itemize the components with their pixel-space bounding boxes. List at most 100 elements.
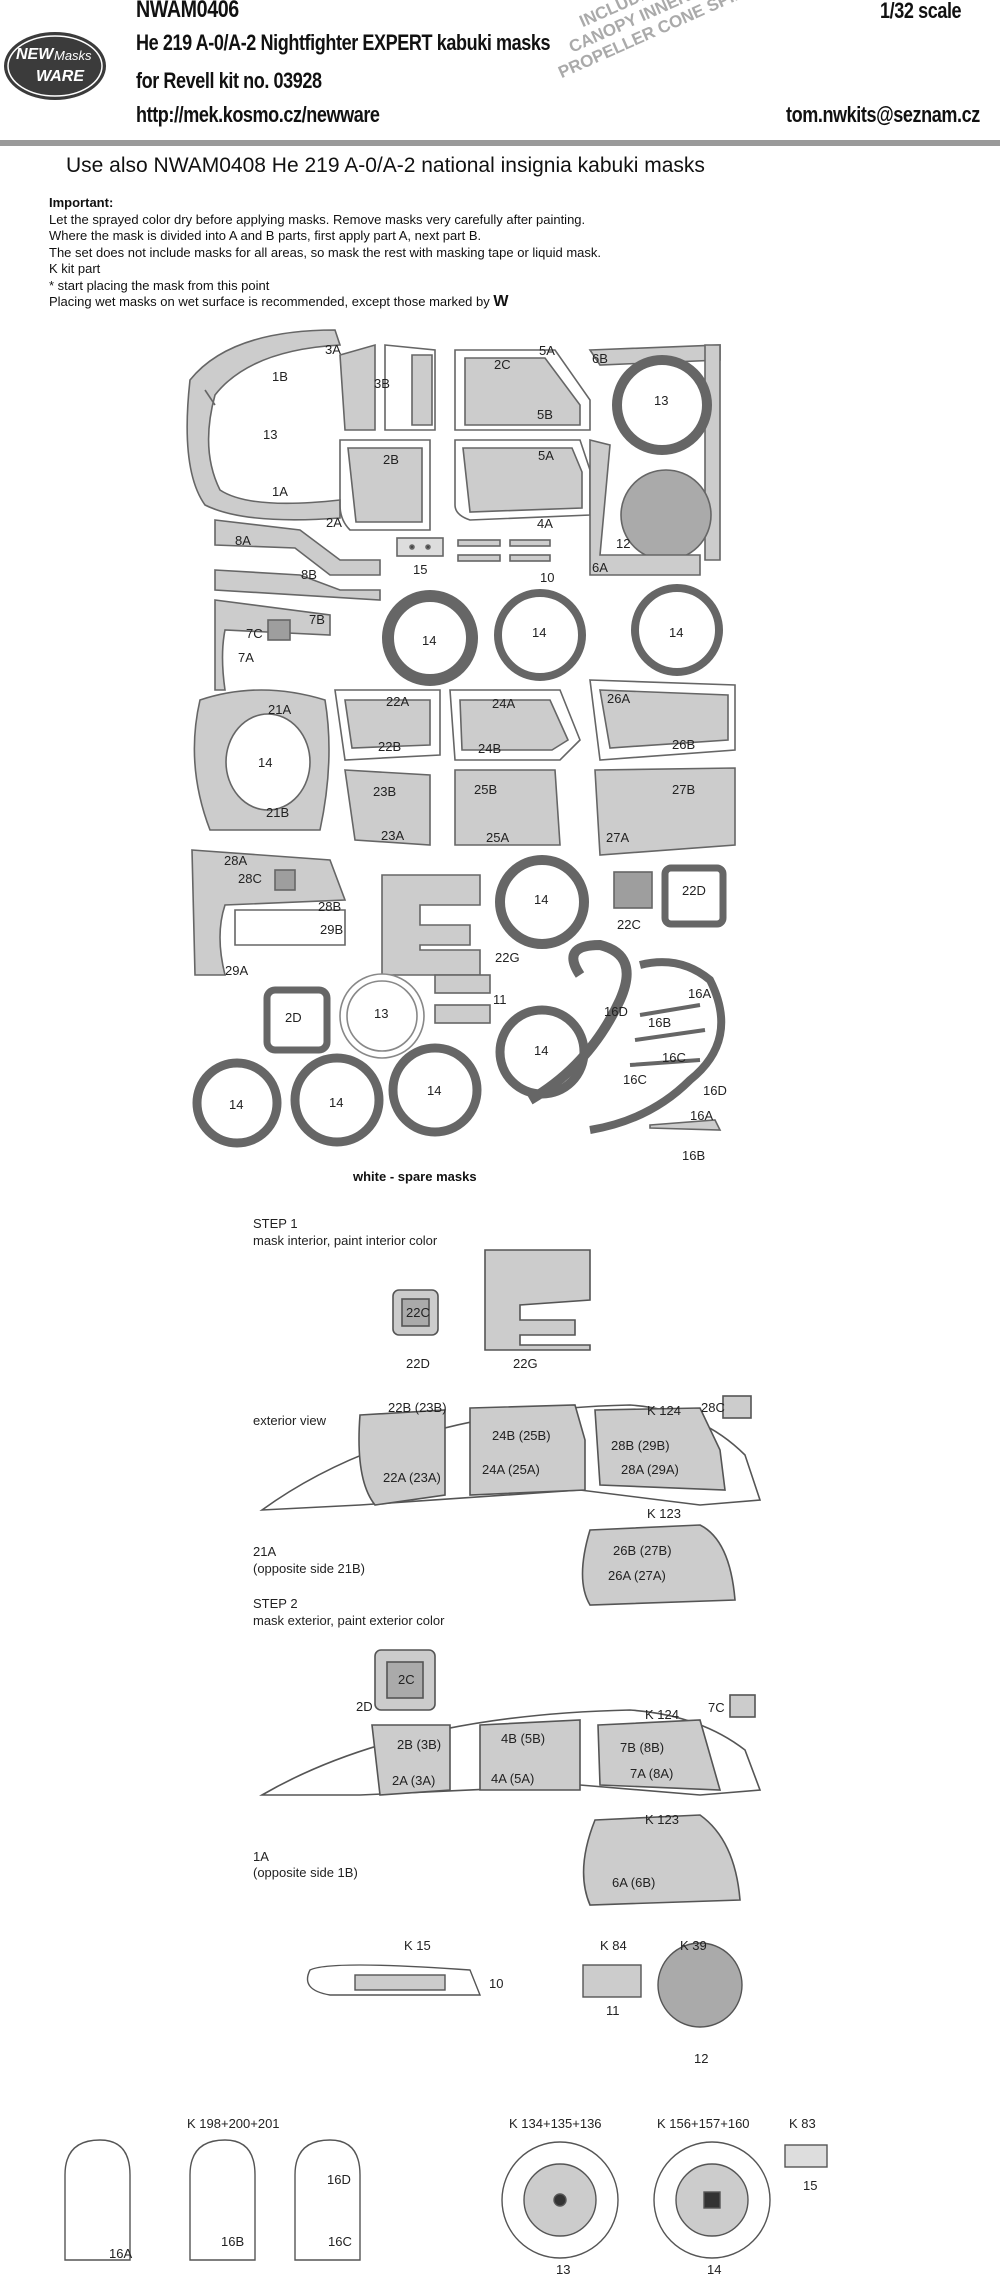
mask-label-1A: 1A <box>272 484 288 499</box>
mask-label-28C: 28C <box>238 871 262 886</box>
mask-label-16C: 16C <box>662 1050 686 1065</box>
step1-label-28C: 28C <box>701 1400 725 1415</box>
mask-label-7A: 7A <box>238 650 254 665</box>
part-label-12: 12 <box>694 2051 709 2066</box>
important-block: Important: Let the sprayed color dry bef… <box>49 195 601 311</box>
mask-label-28B: 28B <box>318 899 342 914</box>
step1-label-22G: 22G <box>513 1356 538 1371</box>
important-line: Where the mask is divided into A and B p… <box>49 228 482 243</box>
mask-label-13: 13 <box>263 427 278 442</box>
part-label-k39: K 39 <box>680 1938 707 1953</box>
mask-label-13: 13 <box>654 393 669 408</box>
email-link[interactable]: tom.nwkits@seznam.cz <box>786 102 980 127</box>
part-label-k134: K 134+135+136 <box>509 2116 602 2131</box>
mask-label-16D: 16D <box>703 1083 727 1098</box>
mask-label-2B: 2B <box>383 452 399 467</box>
mask-label-22A: 22A <box>386 694 410 709</box>
scale: 1/32 scale <box>880 0 962 23</box>
mask-label-3B: 3B <box>374 376 390 391</box>
mask-label-26A: 26A <box>607 691 631 706</box>
website-link[interactable]: http://mek.kosmo.cz/newware <box>136 102 380 127</box>
step2-label-k124: K 124 <box>645 1707 679 1722</box>
step1-label-22C: 22C <box>406 1305 430 1320</box>
mask-label-22C: 22C <box>617 917 641 932</box>
step1-label-26A: 26A (27A) <box>608 1568 666 1583</box>
logo: NEW Masks WARE <box>2 28 108 104</box>
header-divider <box>0 140 1000 146</box>
step1-label-22B: 22B (23B) <box>388 1400 447 1415</box>
mask-label-22G: 22G <box>495 950 520 965</box>
step2-label-6A: 6A (6B) <box>612 1875 656 1890</box>
mask-label-16A: 16A <box>688 986 712 1001</box>
important-line: * start placing the mask from this point <box>49 277 270 293</box>
step2-label-2D: 2D <box>356 1699 373 1714</box>
part-label-10: 10 <box>489 1976 504 1991</box>
mask-label-16B: 16B <box>682 1148 706 1163</box>
mask-label-12: 12 <box>616 536 631 551</box>
mask-label-2D: 2D <box>285 1010 302 1025</box>
mask-label-2A: 2A <box>326 515 342 530</box>
step2-title: STEP 2 <box>253 1596 298 1611</box>
mask-label-29B: 29B <box>320 922 344 937</box>
part-label-15: 15 <box>803 2178 818 2193</box>
part-label-k83: K 83 <box>789 2116 816 2131</box>
mask-label-23A: 23A <box>381 828 405 843</box>
mask-label-27B: 27B <box>672 782 696 797</box>
mask-label-27A: 27A <box>606 830 630 845</box>
step2-label-7B: 7B (8B) <box>620 1740 665 1755</box>
important-line: K kit part <box>49 261 101 276</box>
mask-label-14: 14 <box>229 1097 244 1112</box>
mask-label-14: 14 <box>534 892 549 907</box>
exterior-view-label: exterior view <box>253 1413 326 1428</box>
step2-label-4B: 4B (5B) <box>501 1731 546 1746</box>
mask-label-29A: 29A <box>225 963 249 978</box>
step1-title: STEP 1 <box>253 1216 298 1231</box>
spare-masks-note: white - spare masks <box>353 1169 477 1184</box>
mask-label-25A: 25A <box>486 830 510 845</box>
mask-label-21B: 21B <box>266 805 290 820</box>
step2-label-2C: 2C <box>398 1672 415 1687</box>
mask-label-5A: 5A <box>539 343 555 358</box>
part-label-16B: 16B <box>221 2234 245 2249</box>
step2-label-7C: 7C <box>708 1700 725 1715</box>
mask-label-16D: 16D <box>604 1004 628 1019</box>
mask-label-4A: 4A <box>537 516 553 531</box>
mask-label-16C: 16C <box>623 1072 647 1087</box>
step2-label-7A: 7A (8A) <box>630 1766 674 1781</box>
step2-label-2A: 2A (3A) <box>392 1773 436 1788</box>
mask-label-22B: 22B <box>378 739 402 754</box>
step1-label-22A: 22A (23A) <box>383 1470 441 1485</box>
mask-label-5B: 5B <box>537 407 553 422</box>
mask-label-24B: 24B <box>478 741 502 756</box>
mask-label-11: 11 <box>493 992 507 1007</box>
step1-label-21B-opposite: (opposite side 21B) <box>253 1561 366 1576</box>
step1-label-28A: 28A (29A) <box>621 1462 679 1477</box>
part-label-k84: K 84 <box>600 1938 627 1953</box>
mask-label-14: 14 <box>422 633 437 648</box>
step1-label-21A: 21A <box>253 1544 277 1559</box>
step2-description: mask exterior, paint exterior color <box>253 1613 445 1628</box>
mask-label-14: 14 <box>329 1095 344 1110</box>
product-code: NWAM0406 <box>136 0 239 23</box>
step1-description: mask interior, paint interior color <box>253 1233 438 1248</box>
mask-label-21A: 21A <box>268 702 292 717</box>
mask-label-14: 14 <box>427 1083 442 1098</box>
mask-label-6B: 6B <box>592 351 608 366</box>
mask-label-2C: 2C <box>494 357 511 372</box>
mask-label-14: 14 <box>258 755 273 770</box>
mask-label-10: 10 <box>540 570 555 585</box>
part-label-k156: K 156+157+160 <box>657 2116 750 2131</box>
mask-label-1B: 1B <box>272 369 288 384</box>
step1-label-26B: 26B (27B) <box>613 1543 672 1558</box>
part-label-k15: K 15 <box>404 1938 431 1953</box>
mask-label-16A: 16A <box>690 1108 714 1123</box>
step2-label-2B: 2B (3B) <box>397 1737 442 1752</box>
part-label-16A: 16A <box>109 2246 133 2261</box>
mask-label-28A: 28A <box>224 853 248 868</box>
part-label-16C: 16C <box>328 2234 352 2249</box>
mask-label-16B: 16B <box>648 1015 672 1030</box>
mask-label-23B: 23B <box>373 784 397 799</box>
important-title: Important: <box>49 195 114 210</box>
step1-label-28B: 28B (29B) <box>611 1438 670 1453</box>
